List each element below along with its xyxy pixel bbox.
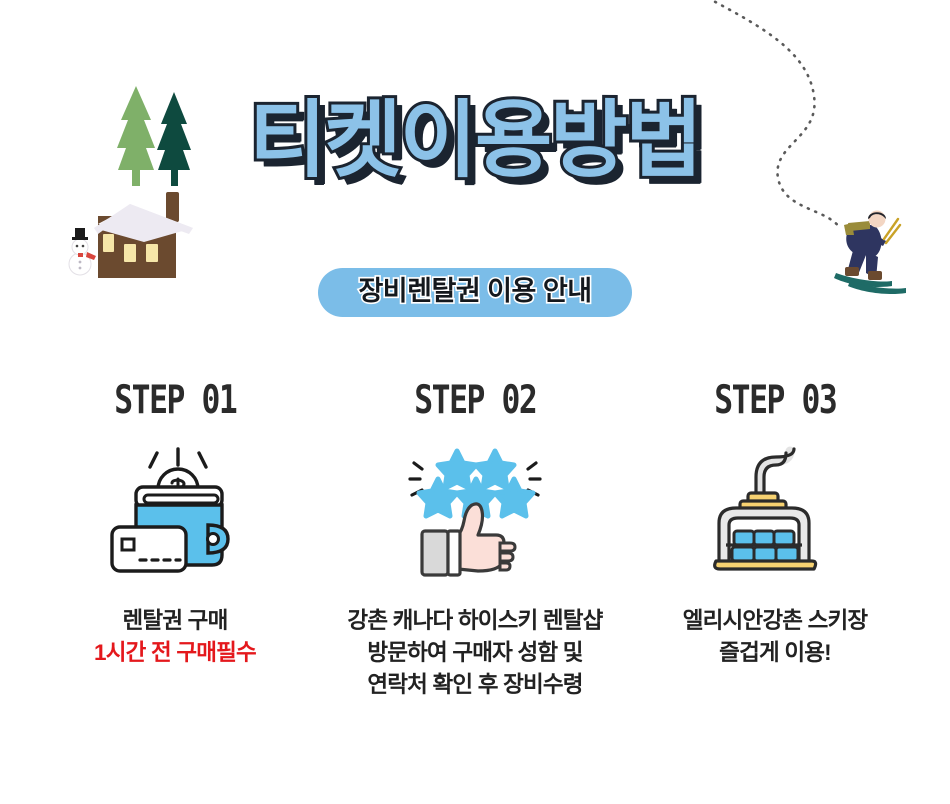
- caption-line: 방문하여 구매자 성함 및: [367, 639, 583, 665]
- ski-lift-chair-icon: [700, 446, 850, 583]
- caption-line: 강촌 캐나다 하이스키 렌탈샵: [347, 608, 603, 633]
- subtitle-pill: 장비렌탈권 이용 안내: [318, 268, 632, 317]
- caption-line: 엘리시안강촌 스키장: [682, 608, 868, 633]
- caption-line: 렌탈권 구매: [122, 608, 229, 633]
- step-column-2: STEP 02: [325, 380, 625, 701]
- caption-line: 연락처 확인 후 장비수령: [367, 671, 583, 697]
- wallet-card-coin-icon: [100, 447, 250, 583]
- steps-row: STEP 01: [0, 380, 950, 701]
- step-heading-3: STEP 03: [713, 376, 838, 423]
- step-column-1: STEP 01: [25, 380, 325, 669]
- step-column-3: STEP 03: [625, 380, 925, 669]
- step-heading-2: STEP 02: [413, 376, 538, 423]
- step-heading-1: STEP 01: [113, 376, 238, 423]
- subtitle-badge: 장비렌탈권 이용 안내: [0, 268, 950, 317]
- step-caption-2: 강촌 캐나다 하이스키 렌탈샵 방문하여 구매자 성함 및 연락처 확인 후 장…: [347, 605, 603, 701]
- thumbs-up-stars-icon: [400, 448, 550, 583]
- page-title: 티켓이용방법: [0, 93, 950, 187]
- step-caption-1: 렌탈권 구매 1시간 전 구매필수: [94, 605, 257, 669]
- step-caption-3: 엘리시안강촌 스키장 즐겁게 이용!: [683, 605, 868, 669]
- caption-line: 즐겁게 이용!: [719, 639, 831, 665]
- main-title-text: 티켓이용방법: [246, 93, 706, 187]
- subtitle-text: 장비렌탈권 이용 안내: [357, 276, 594, 306]
- caption-line-alert: 1시간 전 구매필수: [94, 639, 257, 665]
